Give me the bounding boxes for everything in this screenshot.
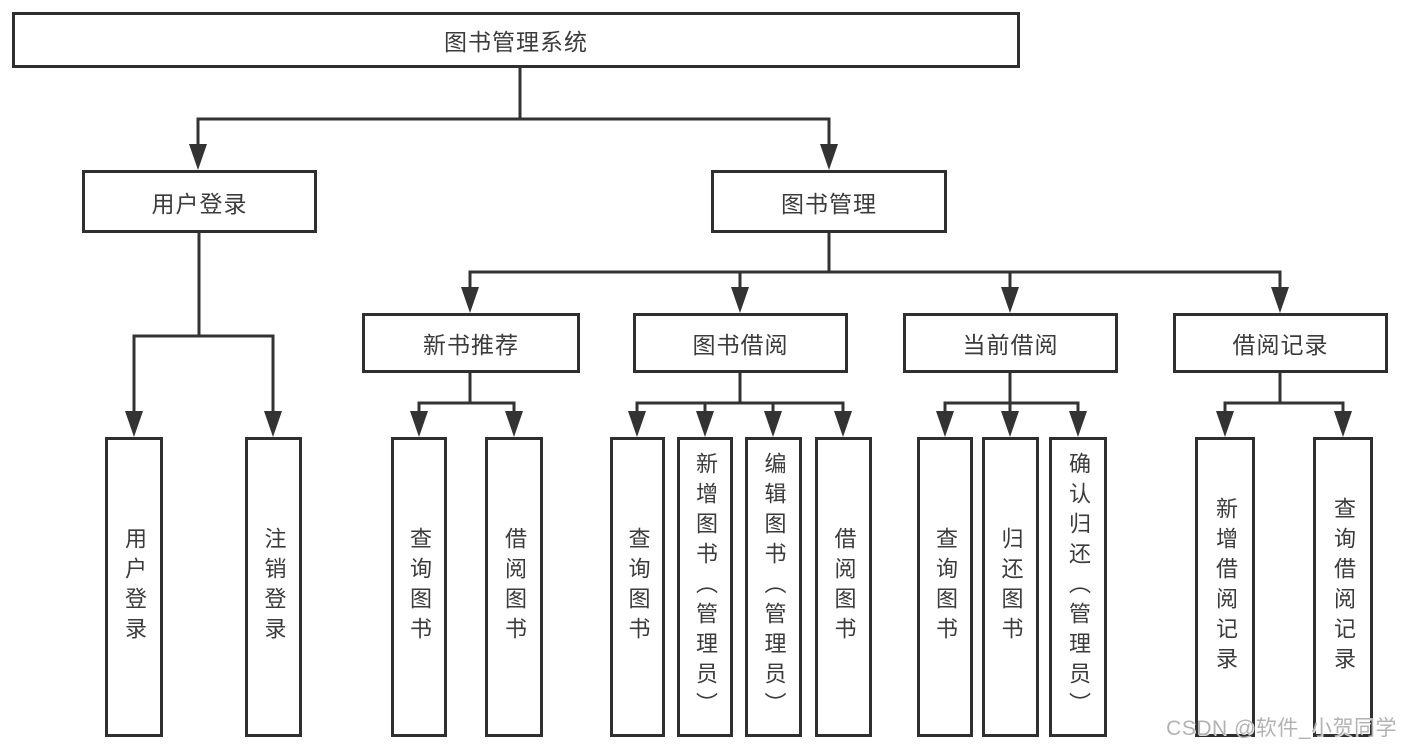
arrow-down-icon: [189, 144, 207, 170]
leaf-confirm-return-admin: 确认归还（管理员）: [1049, 437, 1107, 737]
arrow-down-icon: [820, 144, 838, 170]
arrow-down-icon: [1334, 411, 1352, 437]
node-label: 用户登录: [151, 190, 248, 217]
connector-currentborrow-to-leaves: [936, 373, 1087, 437]
node-label: 图书借阅: [692, 332, 789, 358]
node-borrow-records: 借阅记录: [1173, 313, 1388, 373]
connector-root-to-level2: [189, 68, 838, 170]
leaf-label: 归还图书: [998, 527, 1024, 647]
arrow-down-icon: [1069, 411, 1087, 437]
connector-newbook-to-leaves: [410, 373, 523, 437]
leaf-label: 新增借阅记录: [1213, 497, 1238, 677]
leaf-query-borrow-record: 查询借阅记录: [1313, 437, 1373, 737]
arrow-down-icon: [834, 411, 852, 437]
arrow-down-icon: [936, 411, 954, 437]
leaf-label: 新增图书（管理员）: [693, 452, 718, 722]
arrow-down-icon: [1001, 287, 1019, 313]
arrow-down-icon: [1001, 411, 1019, 437]
leaf-add-books-admin: 新增图书（管理员）: [677, 437, 733, 737]
arrow-down-icon: [696, 411, 714, 437]
leaf-edit-books-admin: 编辑图书（管理员）: [745, 437, 802, 737]
leaf-user-login: 用户登录: [105, 437, 163, 737]
node-new-book-recommend: 新书推荐: [362, 313, 580, 373]
leaf-label: 借阅图书: [831, 527, 857, 647]
node-label: 借阅记录: [1232, 332, 1329, 358]
connector-userlogin-to-leaves: [125, 233, 282, 437]
csdn-watermark: CSDN @软件_小贺同学: [1166, 717, 1397, 740]
leaf-label: 借阅图书: [502, 527, 527, 647]
node-current-borrow: 当前借阅: [903, 313, 1118, 373]
leaf-return-books: 归还图书: [982, 437, 1039, 737]
node-root-system: 图书管理系统: [12, 12, 1020, 68]
leaf-add-borrow-record: 新增借阅记录: [1195, 437, 1255, 737]
arrow-down-icon: [461, 287, 479, 313]
arrow-down-icon: [410, 411, 428, 437]
leaf-label: 查询图书: [625, 527, 651, 647]
arrow-down-icon: [764, 411, 782, 437]
leaf-query-books: 查询图书: [610, 437, 665, 737]
arrow-down-icon: [264, 411, 282, 437]
leaf-label: 查询借阅记录: [1331, 497, 1356, 677]
node-user-login: 用户登录: [82, 170, 317, 233]
leaf-label: 确认归还（管理员）: [1066, 452, 1091, 722]
leaf-label: 查询图书: [407, 527, 432, 647]
arrow-down-icon: [628, 411, 646, 437]
node-label: 图书管理系统: [444, 29, 588, 55]
leaf-query-books: 查询图书: [391, 437, 447, 737]
leaf-label: 注销登录: [261, 527, 287, 647]
arrow-down-icon: [125, 411, 143, 437]
arrow-down-icon: [731, 287, 749, 313]
leaf-label: 查询图书: [933, 527, 958, 647]
leaf-label: 编辑图书（管理员）: [761, 452, 787, 722]
node-book-borrow: 图书借阅: [633, 313, 848, 373]
leaf-borrow-books: 借阅图书: [485, 437, 543, 737]
connector-bookmgmt-to-level3: [461, 233, 1289, 313]
leaf-query-books: 查询图书: [917, 437, 973, 737]
leaf-label: 用户登录: [122, 527, 147, 647]
arrow-down-icon: [505, 411, 523, 437]
arrow-down-icon: [1271, 287, 1289, 313]
node-label: 图书管理: [781, 190, 877, 217]
leaf-borrow-books: 借阅图书: [815, 437, 872, 737]
arrow-down-icon: [1216, 411, 1234, 437]
node-label: 当前借阅: [962, 332, 1059, 358]
node-label: 新书推荐: [423, 332, 519, 358]
connector-borrowrecord-to-leaves: [1216, 373, 1352, 437]
leaf-logout: 注销登录: [245, 437, 302, 737]
node-book-management: 图书管理: [711, 170, 947, 233]
connector-bookborrow-to-leaves: [628, 373, 852, 437]
